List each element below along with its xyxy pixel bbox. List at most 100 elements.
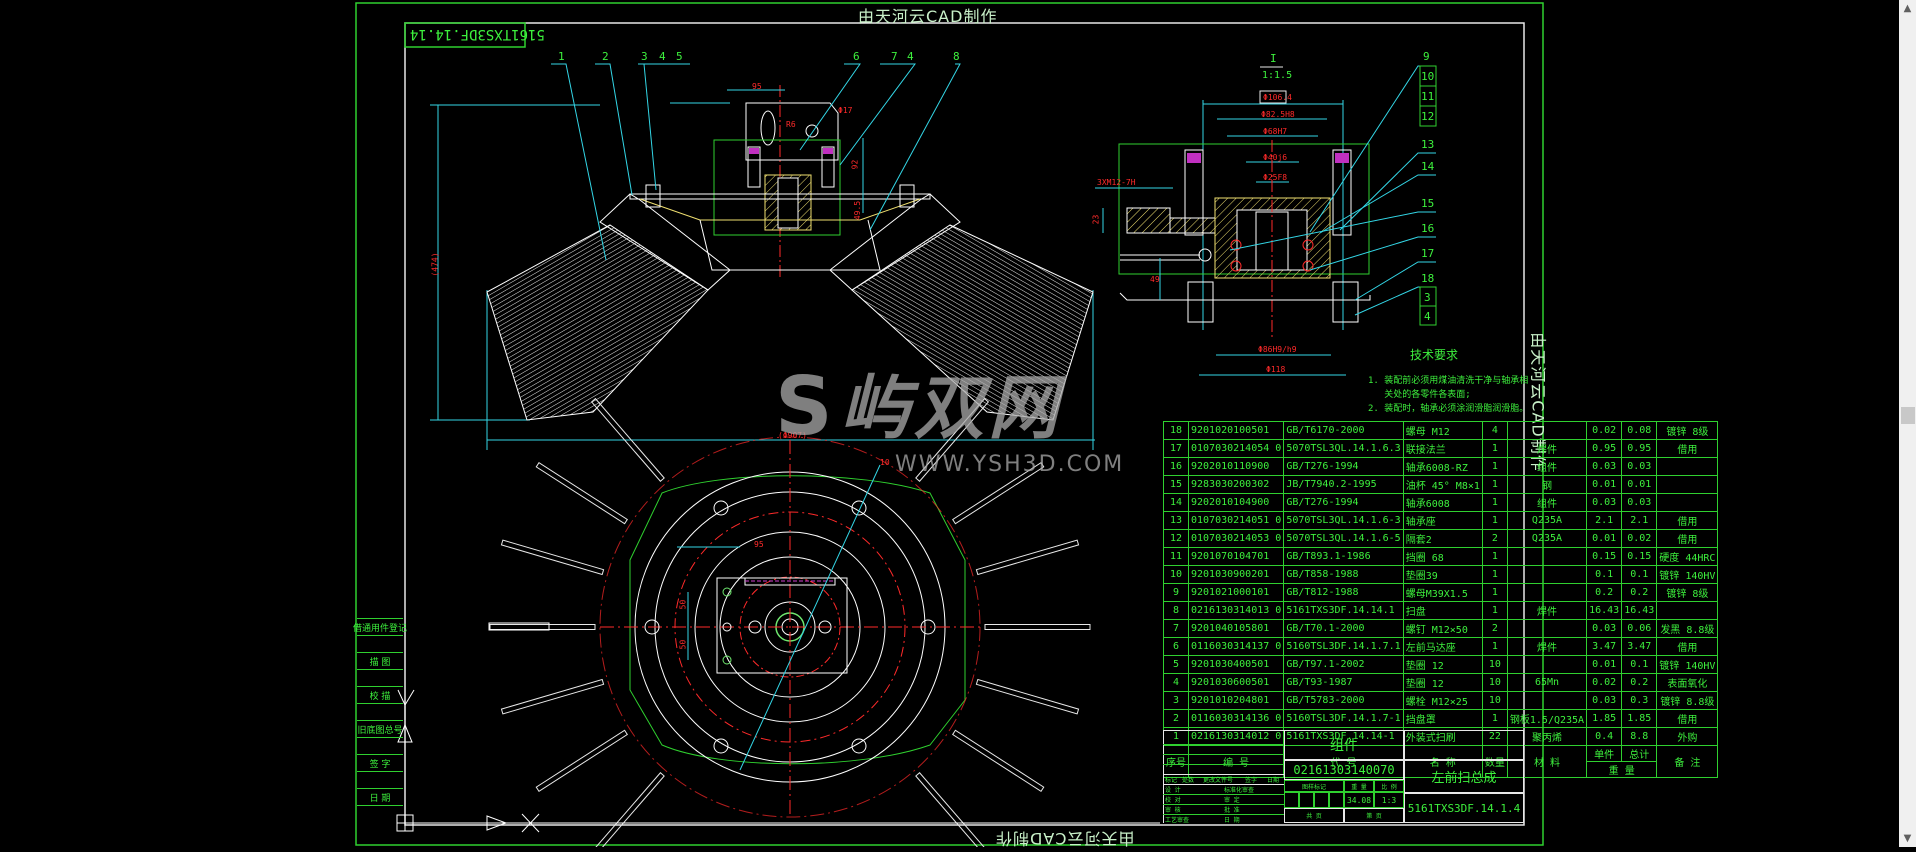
- bom-cell-qty: 2: [1481, 529, 1508, 548]
- callout-3b: 3: [1424, 291, 1431, 304]
- bom-cell-total: 0.15: [1621, 547, 1658, 566]
- bom-cell-mat: 焊件: [1506, 439, 1588, 458]
- scroll-up-arrow-icon[interactable]: ▲: [1903, 3, 1912, 14]
- tb-label-mark: 标记: [1165, 777, 1178, 784]
- bom-cell-code: 9201030600501: [1187, 673, 1285, 692]
- bom-cell-no: 4: [1163, 673, 1189, 692]
- bristle-tuft: [535, 729, 628, 792]
- bom-cell-mat: 组件: [1506, 493, 1588, 512]
- tb-label-check: 审 核: [1165, 807, 1181, 814]
- dim-95: 95: [752, 82, 762, 91]
- bom-cell-code: 0107030214053 0: [1187, 529, 1285, 548]
- plan-dim-50b: 50: [678, 639, 688, 650]
- section-view: [1095, 65, 1437, 376]
- bom-cell-std: GB/T70.1-2000: [1283, 619, 1404, 638]
- bom-cell-no: 13: [1163, 511, 1189, 530]
- tb-scale: 1:3: [1374, 792, 1404, 808]
- bom-cell-mat: [1506, 655, 1588, 674]
- plan-view: [599, 436, 981, 818]
- bom-cell-no: 14: [1163, 493, 1189, 512]
- bom-cell-no: 8: [1163, 601, 1189, 620]
- callout-1: 1: [558, 50, 565, 63]
- bom-cell-no: 6: [1163, 637, 1189, 656]
- bristle-tuft: [952, 462, 1045, 525]
- sec-dim-23: 23: [1091, 214, 1101, 225]
- bom-cell-std: 5070TSL3QL.14.1.6-3: [1283, 511, 1404, 530]
- bom-cell-qty: 1: [1481, 601, 1508, 620]
- frame-title-bottom: 由天河云CAD制作: [995, 829, 1135, 848]
- callout-9: 9: [1423, 50, 1430, 63]
- bom-header-mat: 材 料: [1506, 745, 1588, 778]
- stamp-check-trace: 校 描: [357, 686, 403, 704]
- bom-header-total: 总计: [1621, 745, 1658, 762]
- bom-cell-total: 1.85: [1621, 709, 1658, 728]
- bom-cell-total: 0.95: [1621, 439, 1658, 458]
- bom-cell-unit: 1.85: [1586, 709, 1623, 728]
- bom-cell-note: [1656, 601, 1719, 620]
- callout-4: 4: [659, 50, 666, 63]
- bristle-tuft: [952, 729, 1045, 792]
- dim-49-5: 49.5: [853, 200, 863, 221]
- bom-cell-unit: 0.2: [1586, 583, 1623, 602]
- bom-cell-code: 9201020100501: [1187, 421, 1285, 440]
- bom-cell-qty: 1: [1481, 493, 1508, 512]
- bom-cell-name: 螺钉 M12×50: [1402, 619, 1483, 638]
- bristle-tuft: [489, 624, 596, 630]
- bom-cell-no: 9: [1163, 583, 1189, 602]
- bom-cell-name: 隔套2: [1402, 529, 1483, 548]
- scrollbar-thumb[interactable]: [1901, 407, 1915, 425]
- sec-dim-phi86: Φ86H9/h9: [1258, 345, 1297, 354]
- bom-cell-unit: 0.03: [1586, 493, 1623, 512]
- bom-cell-qty: 2: [1481, 619, 1508, 638]
- tb-sheet-no: 第 页: [1344, 808, 1404, 823]
- bom-cell-qty: 4: [1481, 421, 1508, 440]
- brush-bristles: [489, 397, 1091, 847]
- bom-cell-name: 挡盘罩: [1402, 709, 1483, 728]
- bom-cell-name: 油杯 45° M8×1: [1402, 475, 1483, 494]
- bom-cell-note: 镀锌 140HV: [1656, 655, 1719, 674]
- sec-dim-phi25: Φ25F8: [1263, 173, 1288, 182]
- dim-10: 10: [880, 458, 890, 467]
- dim-92: 92: [850, 159, 860, 170]
- scroll-down-arrow-icon[interactable]: ▼: [1903, 833, 1912, 844]
- bristle-tuft: [975, 539, 1080, 576]
- bom-cell-code: 9202010110900: [1187, 457, 1285, 476]
- dim-width: (Φ907): [778, 431, 807, 440]
- bom-cell-mat: [1506, 565, 1588, 584]
- watermark-logo: 屿双网: [840, 367, 1062, 449]
- tb-label-count: 处数: [1182, 777, 1195, 784]
- bom-cell-code: 9201021000101: [1187, 583, 1285, 602]
- bom-cell-unit: 0.03: [1586, 619, 1623, 638]
- bom-cell-std: GB/T812-1988: [1283, 583, 1404, 602]
- sec-dim-phi82: Φ82.5H8: [1261, 110, 1295, 119]
- symbols: [396, 622, 1160, 833]
- watermark-url: WWW.YSH3D.COM: [895, 452, 1125, 477]
- bom-cell-code: 9201010204801: [1187, 691, 1285, 710]
- bom-cell-qty: 10: [1481, 655, 1508, 674]
- bom-cell-note: 镀锌 8.8级: [1656, 691, 1719, 710]
- tb-label-date: 日期: [1267, 777, 1280, 784]
- callout-5: 5: [676, 50, 683, 63]
- bom-cell-no: 5: [1163, 655, 1189, 674]
- tb-label-weight: 重 量: [1344, 780, 1374, 792]
- section-scale: 1:1.5: [1262, 70, 1293, 81]
- section-label: I: [1270, 52, 1277, 65]
- bom-cell-code: 0107030214051 0: [1187, 511, 1285, 530]
- bom-cell-std: GB/T893.1-1986: [1283, 547, 1404, 566]
- bom-cell-no: 3: [1163, 691, 1189, 710]
- tb-label-date2: 日 期: [1224, 817, 1240, 824]
- bom-cell-unit: 0.95: [1586, 439, 1623, 458]
- bom-cell-code: 0107030214054 0: [1187, 439, 1285, 458]
- vertical-scrollbar[interactable]: ▲ ▼: [1899, 0, 1916, 847]
- bom-cell-qty: 1: [1481, 637, 1508, 656]
- bom-cell-std: 5160TSL3DF.14.1.7-1: [1283, 709, 1404, 728]
- bom-cell-total: 16.43: [1621, 601, 1658, 620]
